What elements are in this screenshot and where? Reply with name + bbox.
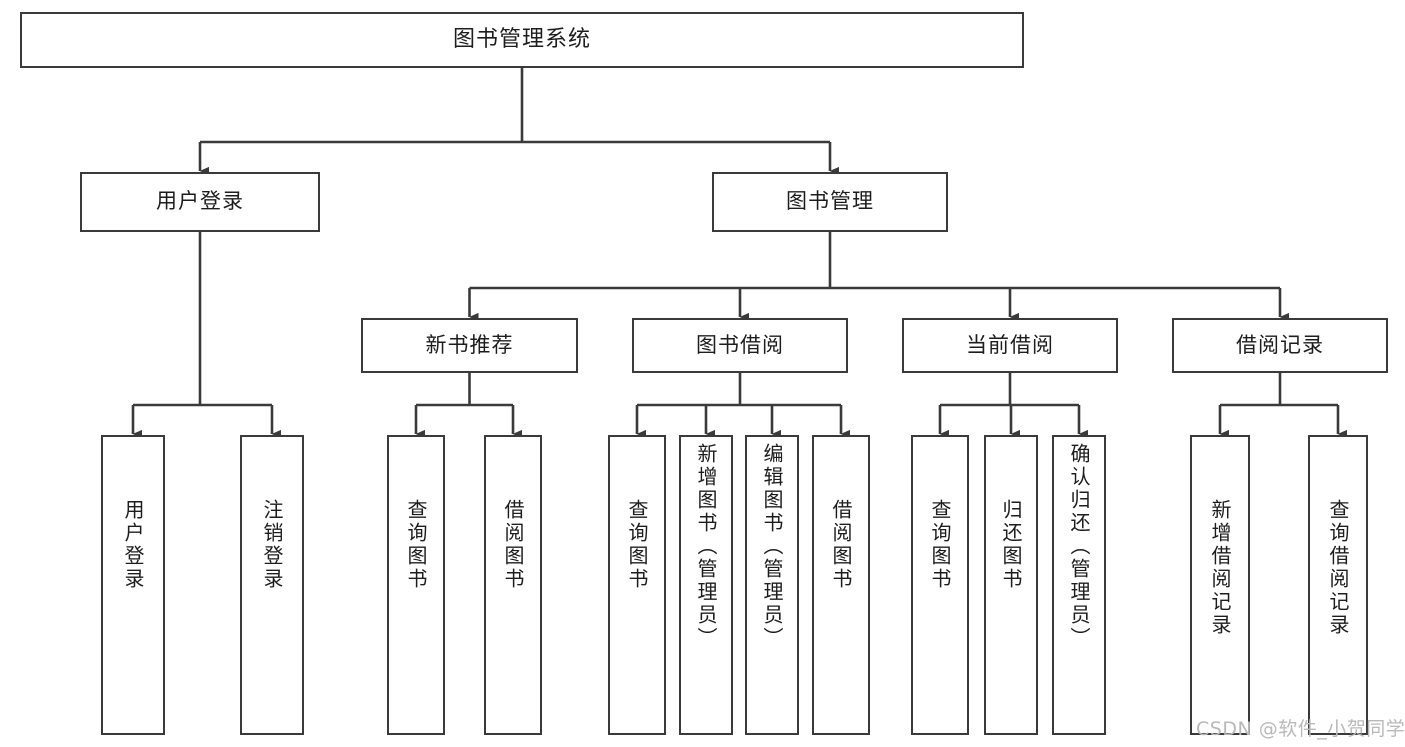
- leaf-query-book-3[interactable]: 查询图书: [911, 435, 969, 735]
- leaf-logout[interactable]: 注销登录: [240, 435, 304, 735]
- node-book-borrow-label: 图书借阅: [696, 332, 784, 357]
- leaf-add-book-label: 新增图书（管理员）: [694, 443, 718, 650]
- node-current-borrow[interactable]: 当前借阅: [902, 318, 1118, 373]
- leaf-query-book-1[interactable]: 查询图书: [387, 435, 445, 735]
- leaf-return-book-label: 归还图书: [999, 499, 1023, 591]
- node-user-login-label: 用户登录: [156, 189, 244, 214]
- leaf-confirm-return-label: 确认归还（管理员）: [1067, 443, 1091, 650]
- node-book-manage[interactable]: 图书管理: [712, 172, 948, 232]
- node-book-borrow[interactable]: 图书借阅: [632, 318, 848, 373]
- leaf-query-borrow-record[interactable]: 查询借阅记录: [1308, 435, 1368, 735]
- node-book-manage-label: 图书管理: [786, 189, 874, 214]
- node-root[interactable]: 图书管理系统: [20, 12, 1024, 68]
- leaf-edit-book-label: 编辑图书（管理员）: [760, 443, 784, 650]
- node-root-label: 图书管理系统: [452, 26, 591, 52]
- leaf-borrow-book-2[interactable]: 借阅图书: [812, 435, 870, 735]
- leaf-borrow-book-2-label: 借阅图书: [829, 499, 853, 591]
- csdn-watermark: CSDN @软件_小贺同学: [1196, 718, 1405, 740]
- node-new-book-recommend-label: 新书推荐: [425, 332, 514, 357]
- leaf-logout-label: 注销登录: [260, 499, 284, 591]
- leaf-add-borrow-record-label: 新增借阅记录: [1208, 499, 1232, 637]
- leaf-user-login-label: 用户登录: [121, 499, 145, 591]
- node-borrow-record[interactable]: 借阅记录: [1172, 318, 1388, 373]
- node-new-book-recommend[interactable]: 新书推荐: [361, 318, 578, 373]
- node-current-borrow-label: 当前借阅: [966, 332, 1054, 357]
- leaf-return-book[interactable]: 归还图书: [984, 435, 1038, 735]
- leaf-borrow-book-1-label: 借阅图书: [501, 499, 525, 591]
- leaf-query-book-3-label: 查询图书: [928, 499, 952, 591]
- leaf-query-borrow-record-label: 查询借阅记录: [1326, 499, 1350, 637]
- leaf-query-book-2[interactable]: 查询图书: [608, 435, 666, 735]
- leaf-query-book-2-label: 查询图书: [625, 499, 649, 591]
- leaf-add-book[interactable]: 新增图书（管理员）: [679, 435, 733, 735]
- node-borrow-record-label: 借阅记录: [1236, 332, 1324, 357]
- leaf-confirm-return[interactable]: 确认归还（管理员）: [1052, 435, 1106, 735]
- node-user-login[interactable]: 用户登录: [80, 172, 320, 232]
- leaf-query-book-1-label: 查询图书: [404, 499, 428, 591]
- leaf-user-login[interactable]: 用户登录: [101, 435, 165, 735]
- leaf-add-borrow-record[interactable]: 新增借阅记录: [1190, 435, 1250, 735]
- leaf-edit-book[interactable]: 编辑图书（管理员）: [745, 435, 799, 735]
- leaf-borrow-book-1[interactable]: 借阅图书: [484, 435, 542, 735]
